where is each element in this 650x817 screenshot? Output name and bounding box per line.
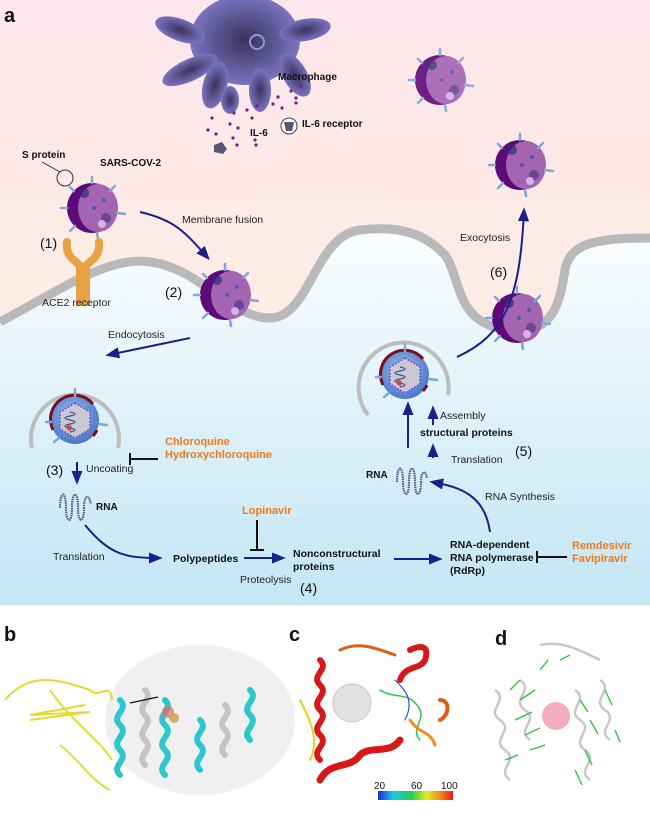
rna-synthesis-arrow — [429, 478, 491, 533]
lopinavir-inhibition-bar — [250, 520, 264, 551]
protein-structure-b — [4, 645, 295, 795]
translation-arrow-left — [84, 524, 163, 564]
rdrp-line3: (RdRp) — [450, 565, 485, 577]
step-4: (4) — [300, 580, 317, 596]
endocytosis-label: Endocytosis — [108, 329, 165, 341]
s-protein-callout-circle — [56, 169, 74, 187]
membrane-fusion-arrow — [139, 211, 210, 261]
protein-flexibility-structure-c — [299, 644, 450, 784]
s-protein-label: S protein — [22, 150, 65, 161]
colorbar — [378, 791, 453, 800]
il6-cytokine-dots — [206, 84, 303, 147]
panel-b-label: b — [4, 624, 16, 646]
colorbar-tick-20: 20 — [374, 781, 386, 792]
endosome-right — [356, 340, 451, 417]
drug-lopinavir: Lopinavir — [242, 505, 292, 517]
polypeptides-label: Polypeptides — [173, 553, 239, 565]
exocytosis-label: Exocytosis — [460, 232, 510, 244]
macrophage-illustration — [155, 0, 331, 114]
drug-remdesivir: Remdesivir — [572, 540, 632, 552]
nonstructural-proteins-line1: Nonconstructural — [293, 548, 381, 560]
step-5: (5) — [515, 443, 532, 459]
translation-label-right: Translation — [451, 454, 503, 466]
macrophage-label: Macrophage — [278, 72, 337, 83]
assembly-label: Assembly — [440, 410, 486, 422]
colorbar-tick-100: 100 — [441, 781, 458, 792]
virus-label: SARS-COV-2 — [100, 158, 162, 169]
cell-membrane — [0, 224, 650, 335]
step-6: (6) — [490, 264, 507, 280]
remdesivir-inhibition-bar — [536, 551, 567, 563]
ace2-receptor — [62, 238, 104, 306]
uncoating-label: Uncoating — [86, 463, 133, 475]
chloroquine-inhibition-bar — [129, 453, 158, 465]
il6-receptor-fragment-icon — [214, 142, 227, 154]
panel-c-label: c — [289, 624, 300, 646]
proteolysis-label: Proteolysis — [240, 574, 291, 586]
il6-receptor-label: IL-6 receptor — [302, 119, 363, 130]
drug-hydroxychloroquine: Hydroxychloroquine — [165, 449, 272, 461]
rna-synthesis-label: RNA Synthesis — [485, 491, 555, 503]
step-1: (1) — [40, 235, 57, 251]
rna-label-right: RNA — [366, 470, 388, 481]
ace2-receptor-label: ACE2 receptor — [42, 297, 111, 309]
cytoplasm — [0, 228, 650, 606]
nonstructural-proteins-line2: proteins — [293, 561, 335, 573]
il6-label: IL-6 — [250, 128, 268, 139]
rdrp-line2: RNA polymerase — [450, 552, 534, 564]
protein-motion-vectors-d — [493, 642, 621, 786]
translation-label-left: Translation — [53, 551, 105, 563]
membrane-fusion-label: Membrane fusion — [182, 214, 263, 226]
rna-label-left: RNA — [96, 502, 118, 513]
drug-favipiravir: Favipiravir — [572, 553, 628, 565]
panel-a-label: a — [4, 5, 16, 27]
colorbar-tick-60: 60 — [411, 781, 423, 792]
structural-proteins-label: structural proteins — [420, 427, 513, 439]
il6-receptor-icon — [280, 117, 298, 135]
endocytosis-arrow — [105, 337, 191, 359]
drug-chloroquine: Chloroquine — [165, 436, 230, 448]
rna-strand-left — [58, 493, 93, 522]
panel-d-label: d — [495, 628, 507, 650]
step-2: (2) — [165, 284, 182, 300]
exocytosis-arrow — [456, 207, 530, 358]
step-3: (3) — [46, 462, 63, 478]
rna-strand-right — [395, 467, 429, 496]
rdrp-line1: RNA-dependent — [450, 539, 530, 551]
